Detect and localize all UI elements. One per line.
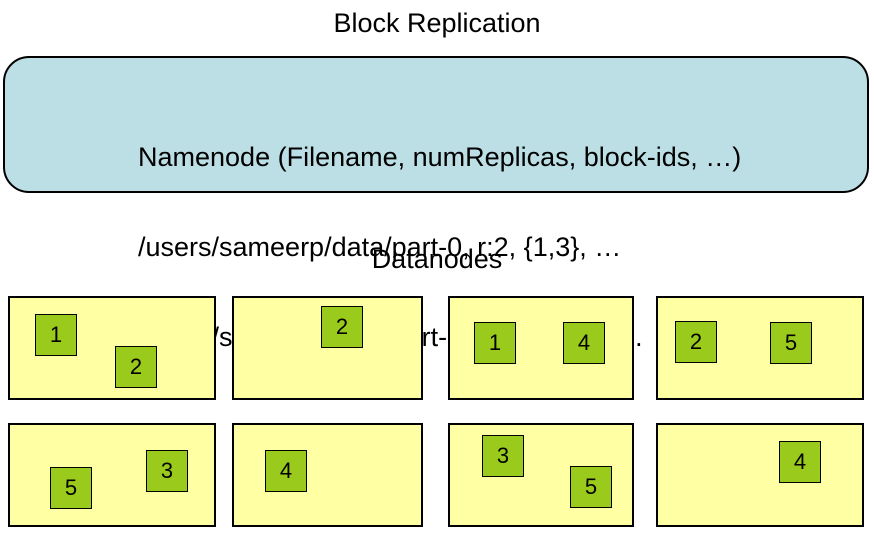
namenode-line-part1: /users/sameerp/data/part-1, r:3, {2,4,5}…	[138, 322, 741, 352]
namenode-box: Namenode (Filename, numReplicas, block-i…	[3, 56, 869, 352]
block-4: 4	[265, 450, 307, 492]
block-3: 3	[482, 435, 524, 477]
datanode-box-6: 4	[232, 423, 423, 527]
block-3: 3	[146, 450, 188, 492]
block-5: 5	[770, 322, 812, 364]
page-title: Block Replication	[333, 8, 541, 38]
namenode-line-header: Namenode (Filename, numReplicas, block-i…	[138, 142, 742, 172]
namenode-line-part0: /users/sameerp/data/part-0, r:2, {1,3}, …	[138, 232, 622, 262]
block-1: 1	[35, 314, 77, 356]
block-2: 2	[675, 321, 717, 363]
block-1: 1	[474, 322, 516, 364]
block-4: 4	[779, 441, 821, 483]
block-2: 2	[321, 306, 363, 348]
datanode-box-8: 4	[656, 423, 864, 527]
block-5: 5	[570, 466, 612, 508]
datanodes-title: Datanodes	[371, 244, 503, 274]
block-4: 4	[563, 322, 605, 364]
datanode-box-2: 2	[232, 296, 423, 400]
block-5: 5	[50, 467, 92, 509]
block-2: 2	[115, 346, 157, 388]
